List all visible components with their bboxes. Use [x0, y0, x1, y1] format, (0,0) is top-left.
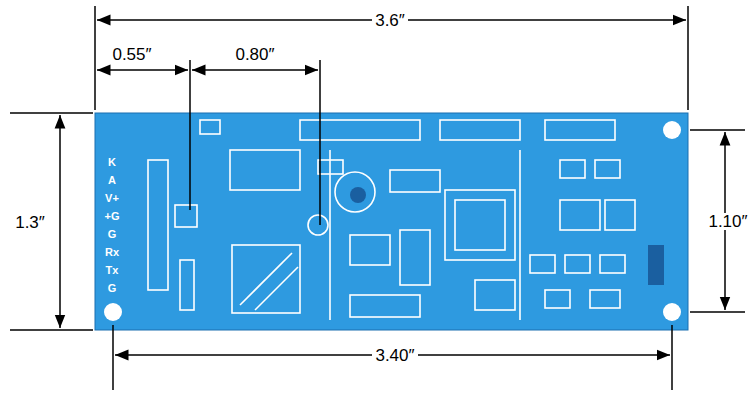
- component: [350, 187, 366, 203]
- pin-name: Tx: [106, 265, 119, 276]
- dimension-label: 0.55″: [109, 46, 154, 63]
- pin-name: +G: [105, 211, 120, 222]
- dimension-label: 3.40″: [372, 347, 417, 364]
- pin-name: G: [108, 283, 117, 294]
- pin-name: V+: [105, 193, 119, 204]
- mounting-hole: [663, 121, 681, 139]
- dimension-label: 1.10″: [705, 213, 750, 230]
- mounting-hole: [104, 303, 122, 321]
- pin-name: A: [108, 175, 116, 186]
- pin-name: G: [108, 229, 117, 240]
- dimension-label: 3.6″: [372, 12, 408, 29]
- mounting-hole: [663, 303, 681, 321]
- dimension-label: 1.3″: [12, 214, 48, 231]
- pin-name: K: [108, 157, 116, 168]
- dimension-label: 0.80″: [232, 46, 277, 63]
- silkscreen: [148, 120, 635, 320]
- dimension-lines: [10, 6, 745, 390]
- pcb-board: [95, 113, 688, 330]
- component: [648, 245, 664, 285]
- pin-name: Rx: [105, 247, 119, 258]
